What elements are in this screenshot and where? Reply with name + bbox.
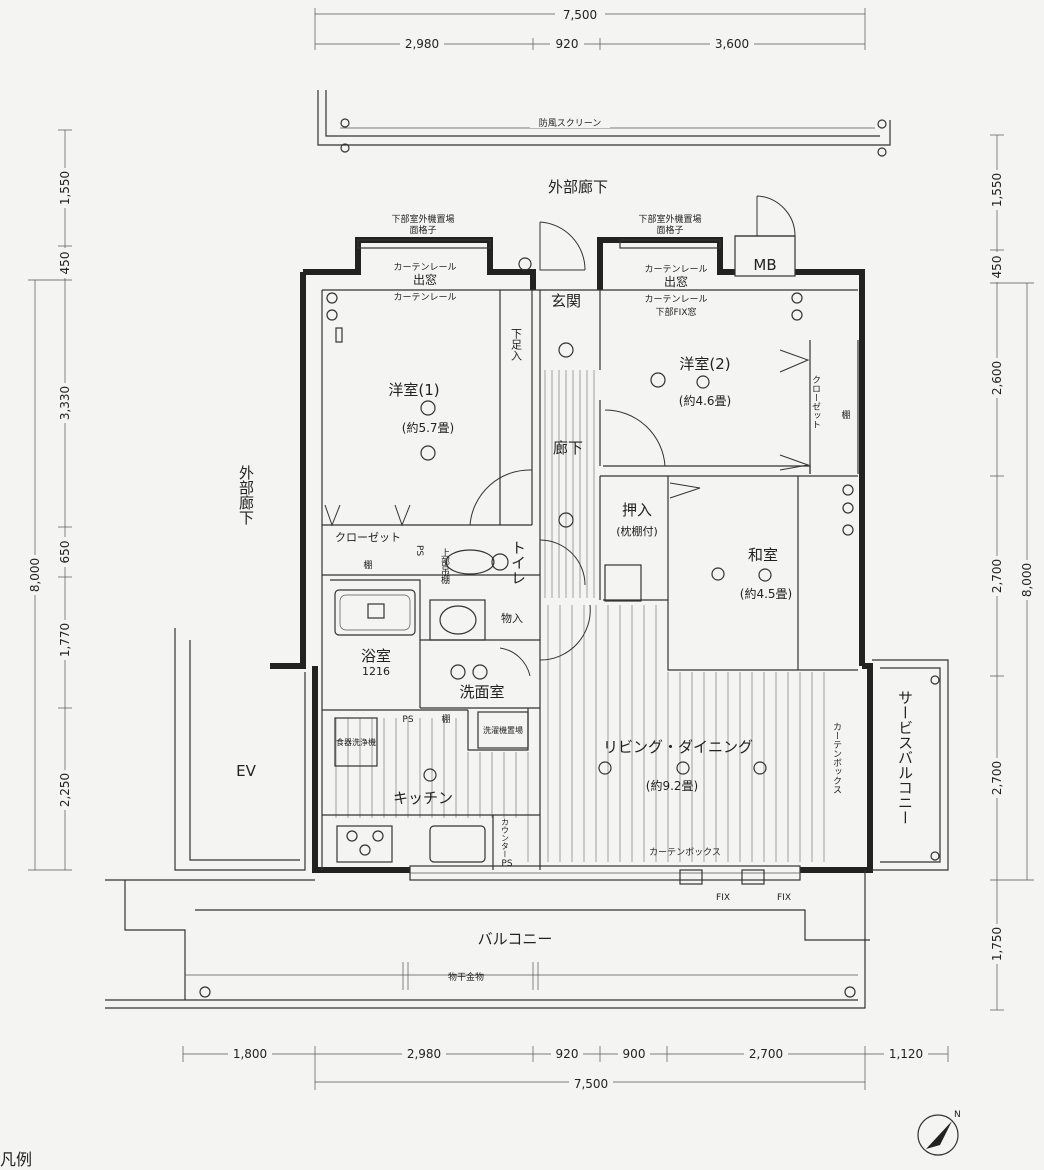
dimension-lines [28, 8, 1034, 1090]
exterior-walls [270, 235, 873, 873]
dim-bottom-segment: 900 [623, 1047, 646, 1061]
dim-top-segment: 3,600 [715, 37, 749, 51]
north-arrow: N [917, 1110, 961, 1156]
lattice-label: 面格子 [656, 224, 683, 236]
fix-window-label: FIX [716, 893, 730, 903]
compass-n-label: N [954, 1110, 961, 1120]
living-dining-size: (約9.2畳) [646, 778, 698, 793]
dim-right-segment: 450 [990, 256, 1004, 279]
ps-label: PS [402, 715, 413, 725]
dim-left-segment: 650 [58, 541, 72, 564]
upper-shelf-label: 上部吊棚 [439, 548, 450, 585]
curtain-rail-label: カーテンレール [393, 292, 456, 303]
dim-bottom-segment: 1,120 [889, 1047, 923, 1061]
dim-left-total: 8,000 [28, 558, 42, 592]
washing-machine-label: 洗濯機置場 [483, 725, 523, 735]
western-room-1-label: 洋室(1) [388, 381, 439, 399]
dim-left-segment: 2,250 [58, 773, 72, 807]
western-room-1-size: (約5.7畳) [402, 420, 454, 435]
shelf-label: 棚 [441, 713, 450, 725]
closet-label: クローゼット [810, 375, 821, 429]
light-fixtures [326, 257, 854, 782]
shoe-box-label: 下足入 [510, 328, 523, 361]
dim-bottom-total: 7,500 [574, 1077, 608, 1091]
closet-small-label: 物入 [501, 611, 523, 625]
japanese-room-size: (約4.5畳) [740, 586, 792, 601]
dim-top-segment: 2,980 [405, 37, 439, 51]
curtain-rail-label: カーテンレール [393, 262, 456, 273]
bathroom-size: 1216 [362, 665, 390, 678]
toilet-label: トイレ [509, 540, 527, 585]
shelf-label: 棚 [363, 559, 372, 571]
dim-right-segment: 2,700 [990, 761, 1004, 795]
storage-label: 押入 [622, 501, 652, 519]
dim-top-segment: 920 [556, 37, 579, 51]
bay-window-label: 出窓 [664, 274, 688, 289]
western-room-2-size: (約4.6畳) [679, 393, 731, 408]
fix-window-lower-label: 下部FIX窓 [656, 306, 697, 318]
dim-bottom-segment: 920 [556, 1047, 579, 1061]
legend-title: 凡例 [0, 1150, 33, 1169]
washroom-label: 洗面室 [459, 683, 504, 701]
hallway-label: 廊下 [553, 439, 583, 457]
entrance-label: 玄関 [551, 292, 581, 310]
wind-screen: 防風スクリーン [317, 90, 891, 157]
storage-note: (枕棚付) [616, 524, 658, 538]
windows [357, 239, 801, 885]
balcony-label: バルコニー [478, 930, 553, 948]
flooring [335, 370, 825, 862]
outdoor-unit-label: 下部室外機置場 [391, 213, 454, 225]
dim-left-segment: 1,550 [58, 171, 72, 205]
shelf-label: 棚 [841, 409, 850, 421]
service-balcony: サービスバルコニー [872, 659, 949, 871]
western-room-2-label: 洋室(2) [679, 355, 730, 373]
japanese-room-label: 和室 [748, 546, 778, 564]
dimension-labels: 7,500 2,980 920 3,600 1,800 2,980 920 90… [27, 6, 1035, 1092]
dim-right-segment: 2,600 [990, 361, 1004, 395]
doors [324, 195, 810, 677]
dim-left-segment: 3,330 [58, 386, 72, 420]
room-labels: 下部室外機置場 面格子 下部室外機置場 面格子 カーテンレール 出窓 カーテンレ… [335, 213, 851, 869]
dim-top-total: 7,500 [563, 8, 597, 22]
mb-label: MB [753, 256, 776, 274]
fix-window-label: FIX [777, 893, 791, 903]
dim-bottom-segment: 2,980 [407, 1047, 441, 1061]
outer-corridor-top-label: 外部廊下 [548, 178, 608, 196]
outdoor-unit-label: 下部室外機置場 [638, 213, 701, 225]
dim-right-segment: 1,750 [990, 927, 1004, 961]
interior-walls [321, 289, 859, 870]
counter-label: カウンター [501, 818, 510, 858]
dim-bottom-segment: 1,800 [233, 1047, 267, 1061]
bathroom-label: 浴室 [361, 647, 391, 665]
service-balcony-label: サービスバルコニー [896, 690, 914, 825]
wind-screen-label: 防風スクリーン [539, 117, 602, 129]
dim-right-segment: 1,550 [990, 173, 1004, 207]
dim-right-segment: 2,700 [990, 559, 1004, 593]
curtain-box-label: カーテンボックス [649, 847, 721, 858]
closet-label: クローゼット [335, 531, 401, 544]
living-dining-label: リビング・ダイニング [603, 738, 753, 756]
curtain-rail-label: カーテンレール [644, 294, 707, 305]
balcony: バルコニー 物干金物 FIX FIX [105, 870, 870, 1009]
curtain-box-label: カーテンボックス [831, 722, 842, 794]
bay-window-label: 出窓 [413, 272, 437, 287]
lattice-label: 面格子 [409, 224, 436, 236]
curtain-rail-label: カーテンレール [644, 264, 707, 275]
drying-rack-label: 物干金物 [448, 971, 484, 983]
dishwasher-label: 食器洗浄機 [336, 737, 376, 747]
kitchen-label: キッチン [393, 789, 453, 807]
outer-corridor-left-label: 外部廊下 [237, 465, 255, 525]
dim-left-segment: 450 [58, 252, 72, 275]
dim-right-total: 8,000 [1020, 563, 1034, 597]
ps-label: PS [501, 859, 512, 869]
elevator: EV [174, 628, 306, 871]
dim-left-segment: 1,770 [58, 623, 72, 657]
fixtures [322, 327, 642, 870]
ps-label: PS [414, 545, 424, 556]
ev-label: EV [236, 762, 256, 780]
dim-bottom-segment: 2,700 [749, 1047, 783, 1061]
